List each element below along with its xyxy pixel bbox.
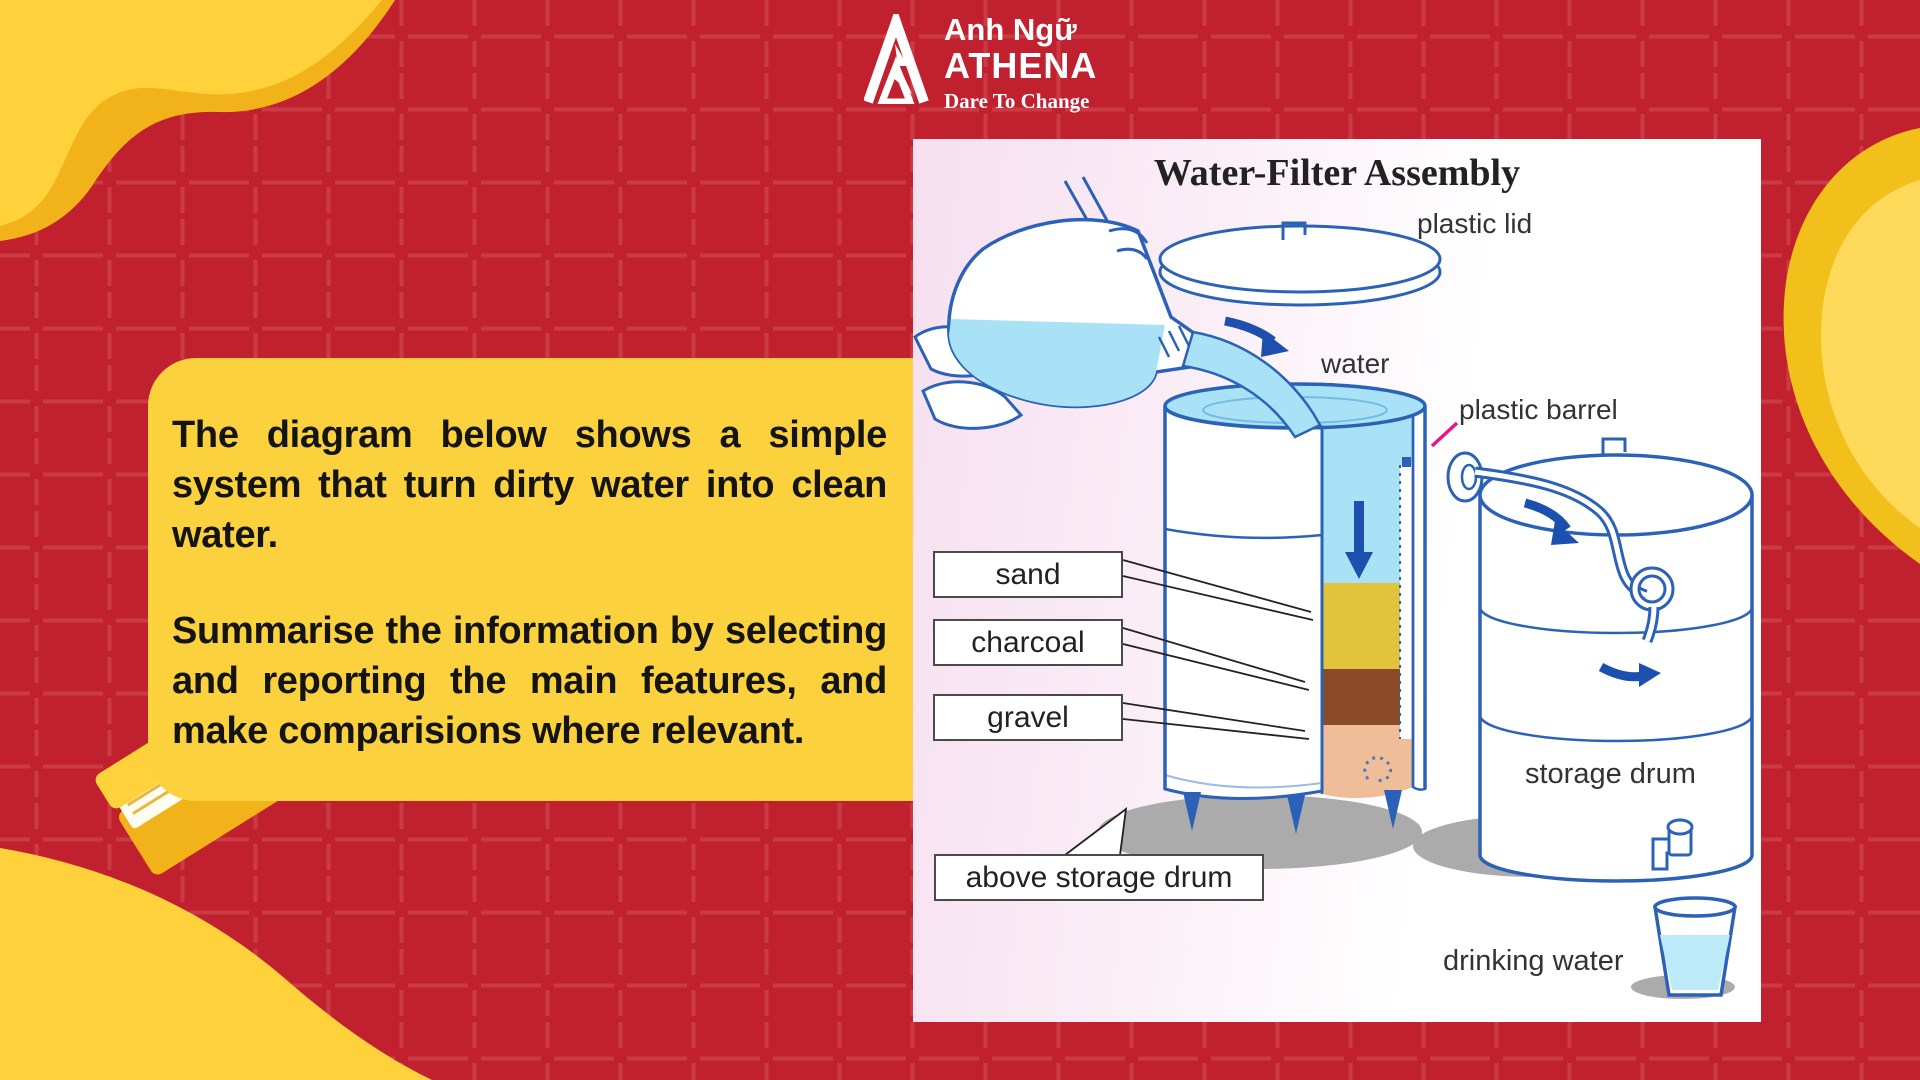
pouring-jug (913, 176, 1200, 430)
hose-arrow-icon (1523, 498, 1579, 545)
label-box-charcoal: charcoal (933, 619, 1123, 666)
leader-lines (1122, 559, 1314, 740)
spike-legs (1183, 790, 1402, 834)
task-text-line: Summarise the information by selecting (172, 610, 887, 652)
storage-drum (1478, 437, 1754, 883)
bottom-left-blob (0, 848, 432, 1080)
label-storage-drum: storage drum (1525, 758, 1696, 790)
above-drum-pointer (1064, 806, 1128, 856)
drinking-glass (1652, 896, 1738, 997)
label-box-gravel: gravel (933, 694, 1123, 741)
filter-barrel-shadow (1098, 795, 1422, 869)
layer-sand (1322, 583, 1413, 669)
down-arrow-icon (1345, 501, 1373, 579)
drum-arrow-icon (1598, 662, 1661, 687)
label-box-sand: sand (933, 551, 1123, 598)
brand-tagline: Dare To Change (944, 89, 1090, 114)
diagram-title: Water-Filter Assembly (1153, 152, 1521, 194)
label-plastic-barrel: plastic barrel (1459, 394, 1618, 425)
top-left-blob (0, 0, 395, 241)
pour-arrow-icon (1224, 316, 1289, 357)
paragraph-gap (172, 560, 887, 606)
brand-logo: Anh Ngữ ATHENA Dare To Change (864, 12, 1098, 114)
water-filter-illustration (913, 176, 1754, 999)
label-box-above-storage-drum: above storage drum (934, 854, 1264, 901)
task-text-line: system that turn dirty water into clean (172, 464, 887, 506)
task-text-line: The diagram below shows a simple (172, 414, 887, 456)
drum-tap (1651, 818, 1694, 871)
filter-barrel (1163, 382, 1427, 834)
task-text-line: make comparisions where relevant. (172, 710, 805, 752)
brand-line2: ATHENA (944, 44, 1098, 86)
layer-water (1322, 415, 1413, 583)
hand-right (921, 380, 1024, 430)
task-text-line: water. (172, 514, 278, 556)
task-card: The diagram below shows a simple system … (148, 358, 913, 801)
water-stream (1181, 330, 1322, 439)
athena-logo-mark-icon (864, 14, 929, 104)
task-text-line: and reporting the main features, and (172, 660, 887, 702)
brand-text: Anh Ngữ ATHENA Dare To Change (944, 12, 1098, 114)
label-water: water (1321, 348, 1390, 379)
label-plastic-lid: plastic lid (1417, 208, 1533, 239)
outlet-hose (1446, 451, 1675, 644)
jug-water (949, 319, 1165, 407)
label-drinking-water: drinking water (1443, 945, 1624, 977)
top-right-blob (1783, 128, 1920, 564)
outlet-tube (1400, 465, 1413, 739)
brand-line1: Anh Ngữ (944, 12, 1077, 47)
layer-charcoal (1322, 669, 1413, 725)
magenta-leader (1430, 421, 1459, 448)
plastic-lid (1158, 221, 1442, 307)
diagram-panel: Water-Filter Assembly plastic lid water … (913, 139, 1761, 1022)
